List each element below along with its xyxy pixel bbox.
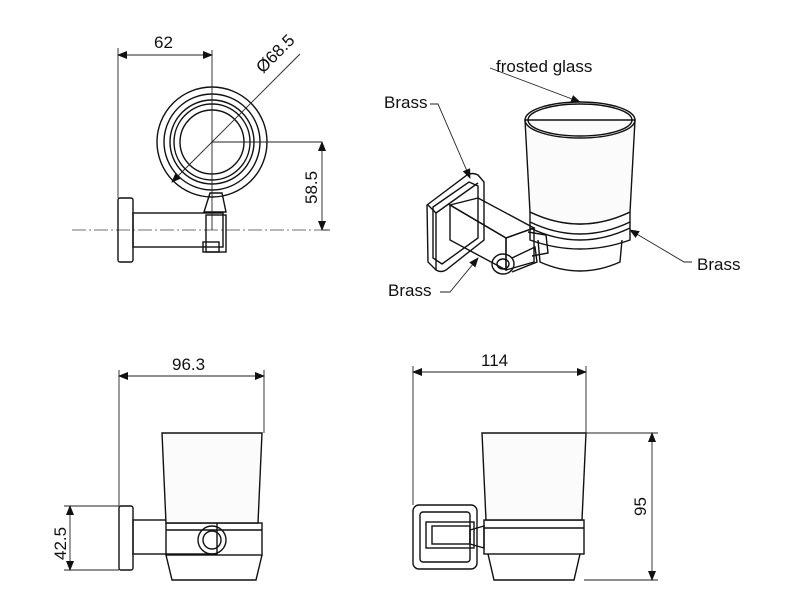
perspective-view: frosted glass Brass Brass Brass: [384, 57, 740, 300]
label-brass-plate: Brass: [384, 93, 427, 112]
front-view-glass: [481, 432, 587, 521]
side-view-wall-plate: [118, 505, 134, 571]
dim-top-diameter: Ø68.5: [252, 31, 298, 77]
label-frosted-glass: frosted glass: [496, 57, 592, 76]
top-view-arm: [132, 212, 224, 248]
label-brass-base: Brass: [388, 281, 431, 300]
dim-front-height: 95: [631, 497, 650, 516]
dim-front-width: 114: [481, 351, 508, 370]
front-view-ring: [483, 519, 585, 555]
front-view: 114 95: [412, 351, 658, 581]
perspective-knob: [491, 253, 515, 275]
dim-side-width: 96.3: [172, 355, 205, 374]
dim-top-height: 58.5: [302, 171, 321, 204]
side-view-arm: [132, 519, 218, 555]
label-brass-ring: Brass: [697, 255, 740, 274]
dim-side-height: 42.5: [51, 527, 70, 560]
side-view: 96.3 42.5: [51, 355, 265, 581]
front-view-wall-plate: [412, 504, 478, 570]
perspective-ring: [529, 212, 631, 250]
side-view-glass: [161, 432, 263, 524]
side-view-ring: [165, 522, 263, 556]
dim-top-width: 62: [154, 33, 173, 52]
side-view-knob: [197, 525, 227, 555]
front-view-arm: [425, 521, 475, 549]
top-view: 62 Ø68.5 58.5: [72, 31, 330, 263]
perspective-glass: [524, 119, 636, 225]
dim-line-diameter: [171, 53, 301, 183]
